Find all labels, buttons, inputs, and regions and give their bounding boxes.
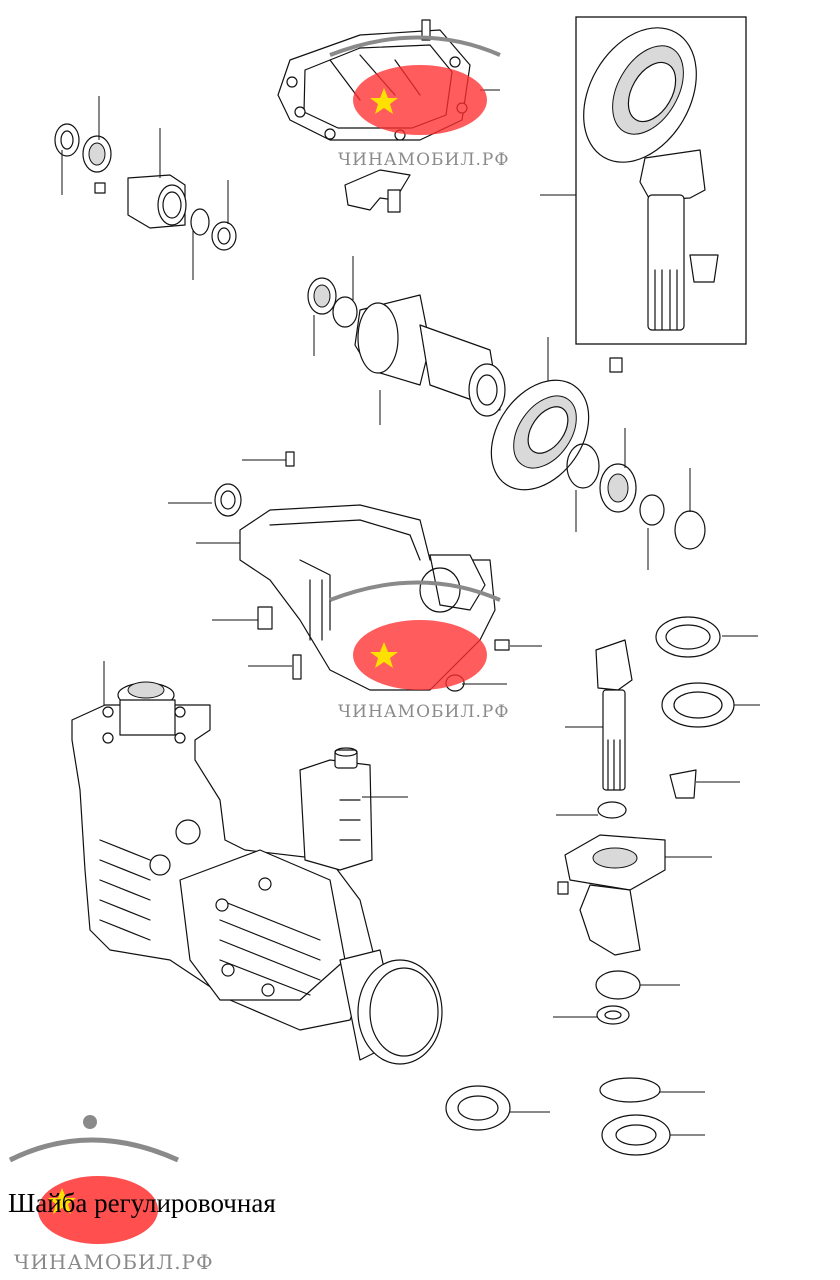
- watermark-top: ЧИНАМОБИЛ.РФ: [329, 35, 509, 170]
- caption: Шайба регулировочная: [8, 1188, 276, 1218]
- seal-bearing-set-left: [54, 96, 237, 280]
- bevel-ring-gear: [490, 357, 623, 491]
- watermark-bottom: [8, 1115, 180, 1244]
- pinion-flange-housing: [553, 834, 712, 1025]
- bevel-gear-set-box: [540, 16, 747, 345]
- watermark-text-middle: ЧИНАМОБИЛ.РФ: [338, 702, 509, 722]
- watermark-text-footer: ЧИНАМОБИЛ.РФ: [14, 1250, 214, 1274]
- assembled-gearbox: [71, 661, 443, 1065]
- watermark-middle: ЧИНАМОБИЛ.РФ: [329, 580, 509, 722]
- pinion-gear: [565, 639, 633, 791]
- watermark-text-top: ЧИНАМОБИЛ.РФ: [338, 150, 509, 170]
- pinion-shaft-housing: [307, 256, 549, 425]
- oil-canister: [299, 747, 408, 871]
- seal-rings-right: [556, 616, 760, 819]
- bearings-bottom: [445, 1077, 705, 1156]
- bearing-snap-rings: [566, 428, 706, 570]
